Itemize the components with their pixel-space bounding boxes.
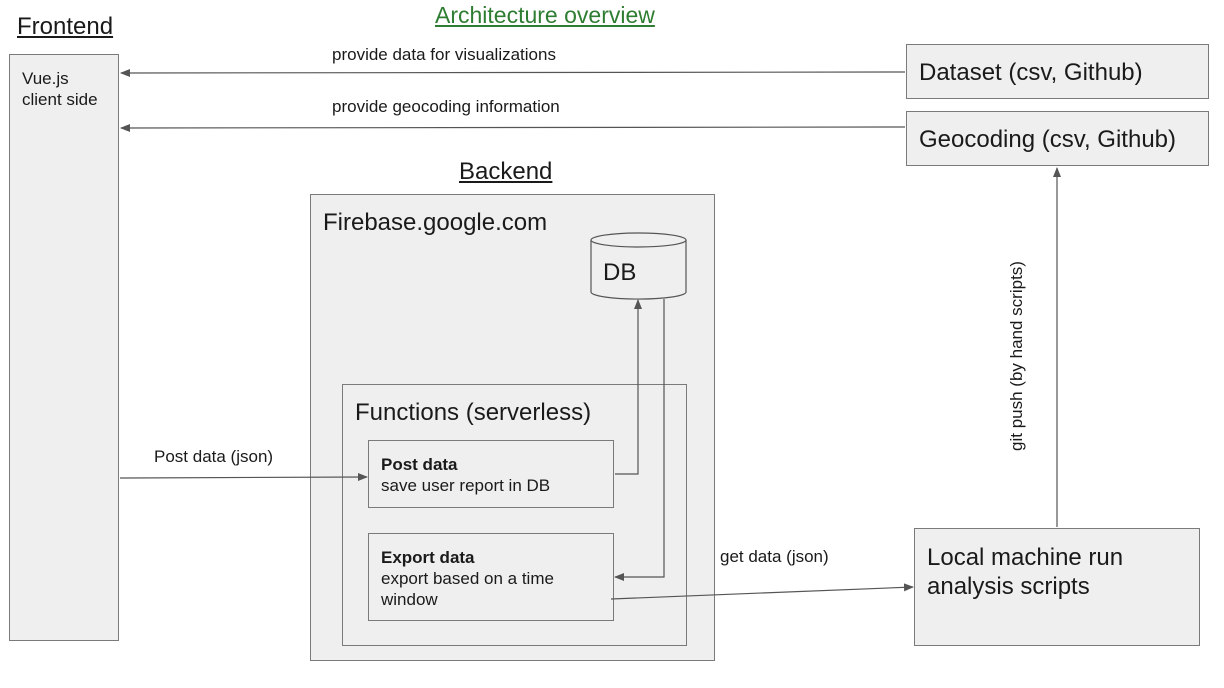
edge-db-to-export xyxy=(614,299,665,581)
backend-heading: Backend xyxy=(459,158,553,185)
functions-label: Functions (serverless) xyxy=(355,399,592,426)
frontend-heading: Frontend xyxy=(17,13,114,40)
edge-client-to-post xyxy=(119,473,368,482)
export-data-box: Export data export based on a time windo… xyxy=(368,533,614,621)
dataset-box: Dataset (csv, Github) xyxy=(906,44,1209,99)
export-data-desc: export based on a time window xyxy=(381,569,554,609)
geocoding-label: Geocoding (csv, Github) xyxy=(919,126,1177,153)
edge-label-dataset-to-client: provide data for visualizations xyxy=(332,45,556,64)
vue-client-label-line1: Vue.js xyxy=(22,69,69,88)
diagram-title: Architecture overview xyxy=(435,2,655,28)
edge-geocoding-to-client xyxy=(120,123,906,132)
firebase-label: Firebase.google.com xyxy=(323,209,548,236)
vue-client-label-line2: client side xyxy=(22,90,98,109)
edge-label-local-to-geocoding: git push (by hand scripts) xyxy=(1007,261,1026,451)
post-data-title: Post data xyxy=(381,455,458,474)
edge-post-to-db xyxy=(615,299,642,475)
dataset-label: Dataset (csv, Github) xyxy=(919,59,1143,86)
edge-label-geocoding-to-client: provide geocoding information xyxy=(332,97,560,116)
post-data-desc: save user report in DB xyxy=(381,476,551,495)
export-data-title: Export data xyxy=(381,548,475,567)
local-machine-box: Local machine run analysis scripts xyxy=(914,528,1200,646)
edge-dataset-to-client xyxy=(120,68,906,77)
edge-label-export-to-local: get data (json) xyxy=(720,547,829,566)
post-data-box: Post data save user report in DB xyxy=(368,440,614,508)
geocoding-box: Geocoding (csv, Github) xyxy=(906,111,1209,166)
vue-client-box: Vue.js client side xyxy=(9,54,119,641)
edge-export-to-local xyxy=(610,583,914,600)
db-label: DB xyxy=(603,259,637,286)
local-machine-label: Local machine run analysis scripts xyxy=(927,544,1124,600)
edge-label-client-to-post: Post data (json) xyxy=(154,447,274,466)
db-cylinder-icon xyxy=(590,232,687,300)
